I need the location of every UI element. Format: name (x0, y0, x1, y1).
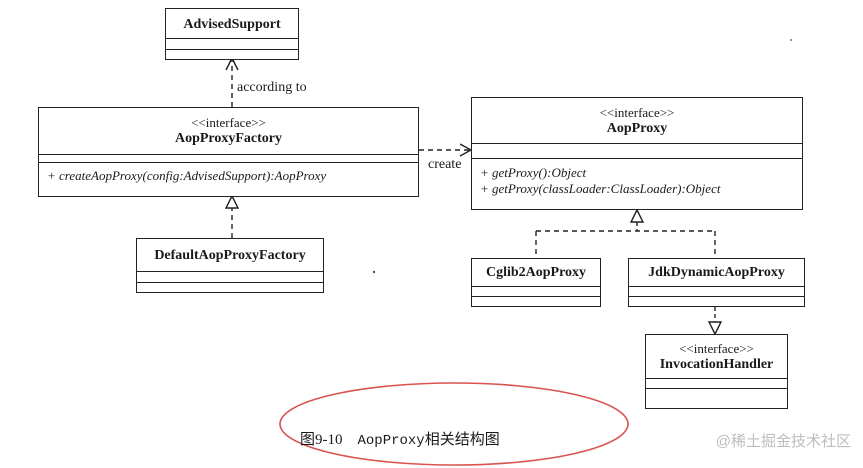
aop-proxy-realization-triangle (629, 208, 645, 223)
invocation-handler-realization-triangle (707, 321, 723, 336)
invocation-handler-stereotype: <<interface>> (679, 341, 754, 356)
get-proxy-classloader-method: + getProxy(classLoader:ClassLoader):Obje… (480, 181, 721, 196)
cglib2-aop-proxy-class: Cglib2AopProxy (471, 258, 601, 307)
aop-proxy-attributes (472, 143, 802, 158)
cglib2-aop-proxy-attributes (472, 286, 600, 296)
default-aop-proxy-factory-operations (137, 282, 323, 283)
advised-support-class: AdvisedSupport (165, 8, 299, 60)
default-aop-proxy-factory-name: DefaultAopProxyFactory (154, 248, 306, 263)
aop-proxy-name: AopProxy (606, 121, 668, 136)
jdk-dynamic-aop-proxy-name: JdkDynamicAopProxy (648, 265, 785, 280)
caption-text: 相关结构图 (424, 432, 500, 448)
according-to-label: according to (237, 80, 307, 95)
advised-support-attributes (166, 38, 298, 49)
watermark: @稀土掘金技术社区 (715, 433, 851, 450)
advised-support-operations (166, 49, 298, 50)
aop-proxy-interface: <<interface>> AopProxy + getProxy():Obje… (471, 97, 803, 210)
default-aop-proxy-factory-class: DefaultAopProxyFactory (136, 238, 324, 293)
advised-support-name: AdvisedSupport (183, 17, 281, 32)
aop-proxy-factory-operations: + createAopProxy(config:AdvisedSupport):… (39, 162, 418, 184)
create-aop-proxy-method: + createAopProxy(config:AdvisedSupport):… (47, 168, 327, 183)
cglib2-aop-proxy-operations (472, 296, 600, 297)
aop-proxy-operations: + getProxy():Object + getProxy(classLoad… (472, 158, 802, 197)
aop-proxy-factory-attributes (39, 154, 418, 162)
aop-proxy-stereotype: <<interface>> (599, 105, 675, 120)
invocation-handler-attributes (646, 378, 787, 388)
invocation-handler-interface: <<interface>> InvocationHandler (645, 334, 788, 409)
default-factory-realization-triangle (224, 194, 240, 209)
invocation-handler-operations (646, 388, 787, 389)
invocation-handler-name: InvocationHandler (659, 357, 774, 372)
figure-number: 图9-10 (300, 432, 343, 448)
get-proxy-method: + getProxy():Object (480, 165, 587, 180)
default-aop-proxy-factory-attributes (137, 271, 323, 282)
speck (790, 39, 792, 41)
jdk-dynamic-aop-proxy-class: JdkDynamicAopProxy (628, 258, 805, 307)
aop-proxy-factory-stereotype: <<interface>> (191, 115, 266, 130)
aop-proxy-factory-name: AopProxyFactory (174, 131, 283, 146)
create-label: create (428, 157, 462, 172)
caption-highlight-ellipse (279, 382, 629, 466)
speck (372, 270, 376, 274)
jdk-dynamic-aop-proxy-operations (629, 296, 804, 297)
caption-code: AopProxy (357, 433, 425, 449)
figure-caption: 图9-10 AopProxy相关结构图 (300, 428, 500, 449)
aop-proxy-factory-interface: <<interface>> AopProxyFactory + createAo… (38, 107, 419, 197)
cglib2-aop-proxy-name: Cglib2AopProxy (485, 265, 587, 280)
jdk-dynamic-aop-proxy-attributes (629, 286, 804, 296)
